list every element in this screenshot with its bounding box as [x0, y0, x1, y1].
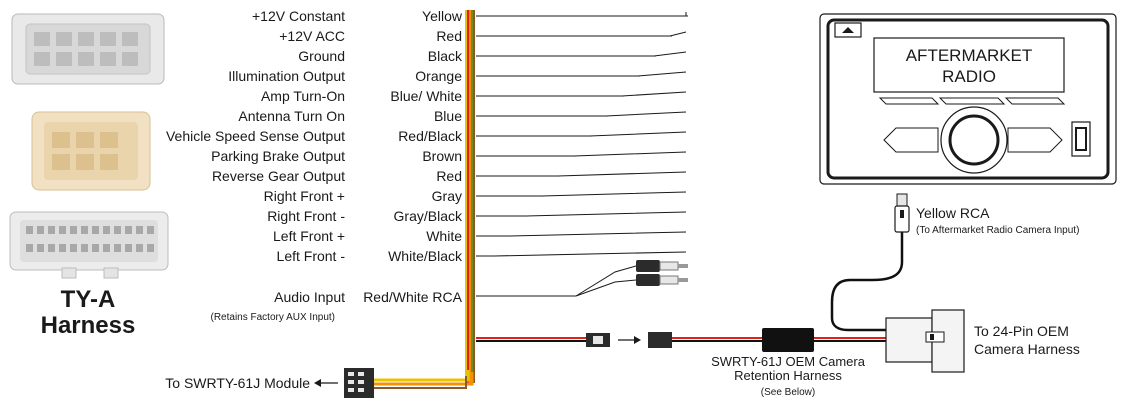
wire-color-label: Gray [432, 188, 462, 204]
rca-leads [476, 265, 637, 297]
yellow-rca-cable [830, 232, 904, 332]
wire-function-label: Vehicle Speed Sense Output [166, 128, 345, 144]
radio-label-line1: AFTERMARKET [906, 46, 1033, 65]
wire-row: +12V ACC Red [279, 28, 672, 44]
wire-color-label: Red [436, 168, 462, 184]
wire-row: Vehicle Speed Sense Output Red/Black [166, 128, 592, 144]
yellow-rca-label: Yellow RCA [916, 205, 990, 221]
arrow-right-icon [618, 336, 641, 344]
wire-function-label: +12V Constant [252, 8, 345, 24]
wire-function-label: Right Front + [264, 188, 345, 204]
connector-white-bottom [9, 211, 169, 279]
harness-name-line1: TY-A [61, 286, 116, 313]
retention-label-line1: SWRTY-61J OEM Camera [711, 354, 866, 369]
oem-harness-line2: Camera Harness [974, 341, 1080, 357]
wire-row: +12V Constant Yellow [252, 8, 688, 24]
connector-white-top [11, 13, 165, 85]
wire-color-label: Black [428, 48, 463, 64]
wire-row: Ground Black [298, 48, 656, 64]
wire-row: Illumination Output Orange [228, 68, 640, 84]
audio-input-function: Audio Input [274, 289, 345, 305]
aftermarket-radio [819, 13, 1117, 185]
module-label: To SWRTY-61J Module [165, 375, 310, 391]
wire-row: Amp Turn-On Blue/ White [261, 88, 624, 104]
wire-row: Antenna Turn On Blue [238, 108, 608, 124]
module-lead [372, 370, 474, 389]
wire-row: Right Front + Gray [264, 188, 544, 204]
retention-label-line2: Retention Harness [734, 368, 842, 383]
rca-plug-red [636, 260, 688, 272]
wire-function-label: Parking Brake Output [211, 148, 345, 164]
wire-color-label: Brown [422, 148, 462, 164]
wire-fan [493, 12, 687, 257]
wire-color-label: Yellow [422, 8, 463, 24]
wire-color-label: Orange [415, 68, 462, 84]
wire-row: Right Front - Gray/Black [267, 208, 528, 224]
rca-plug-white [636, 274, 688, 286]
retention-module [762, 328, 814, 352]
wire-color-label: Red/Black [398, 128, 463, 144]
audio-input-color: Red/White RCA [363, 289, 462, 305]
wire-row: Left Front + White [273, 228, 512, 244]
wire-function-label: Reverse Gear Output [212, 168, 345, 184]
wire-row: Reverse Gear Output Red [212, 168, 560, 184]
yellow-rca-plug [894, 193, 910, 233]
harness-name-line2: Harness [41, 312, 136, 339]
wire-function-label: Left Front - [277, 248, 346, 264]
audio-input-note: (Retains Factory AUX Input) [211, 312, 336, 323]
wire-function-label: Amp Turn-On [261, 88, 345, 104]
connector-beige-middle [31, 111, 151, 191]
camera-plug-male [586, 333, 610, 347]
retention-wire [672, 337, 886, 342]
wire-row: Left Front - White/Black [277, 248, 496, 264]
wire-color-label: Blue/ White [390, 88, 462, 104]
camera-lead [476, 337, 586, 342]
radio-label-line2: RADIO [942, 67, 996, 86]
wire-function-label: Antenna Turn On [238, 108, 345, 124]
wire-color-label: White [426, 228, 462, 244]
yellow-rca-note: (To Aftermarket Radio Camera Input) [916, 225, 1079, 236]
wire-function-label: Right Front - [267, 208, 345, 224]
wire-color-label: Red [436, 28, 462, 44]
wire-function-label: Ground [298, 48, 345, 64]
wire-function-label: +12V ACC [279, 28, 345, 44]
module-connector [344, 368, 374, 398]
wire-row: Parking Brake Output Brown [211, 148, 576, 164]
wire-function-label: Illumination Output [228, 68, 345, 84]
retention-note: (See Below) [761, 387, 815, 398]
camera-plug-female [648, 332, 672, 348]
wire-color-label: White/Black [388, 248, 463, 264]
wire-function-label: Left Front + [273, 228, 345, 244]
wire-bundle [465, 10, 475, 383]
wire-color-label: Blue [434, 108, 462, 124]
arrow-left-icon [314, 379, 338, 387]
oem-camera-connector [885, 309, 965, 373]
oem-harness-line1: To 24-Pin OEM [974, 323, 1069, 339]
wire-color-label: Gray/Black [394, 208, 463, 224]
